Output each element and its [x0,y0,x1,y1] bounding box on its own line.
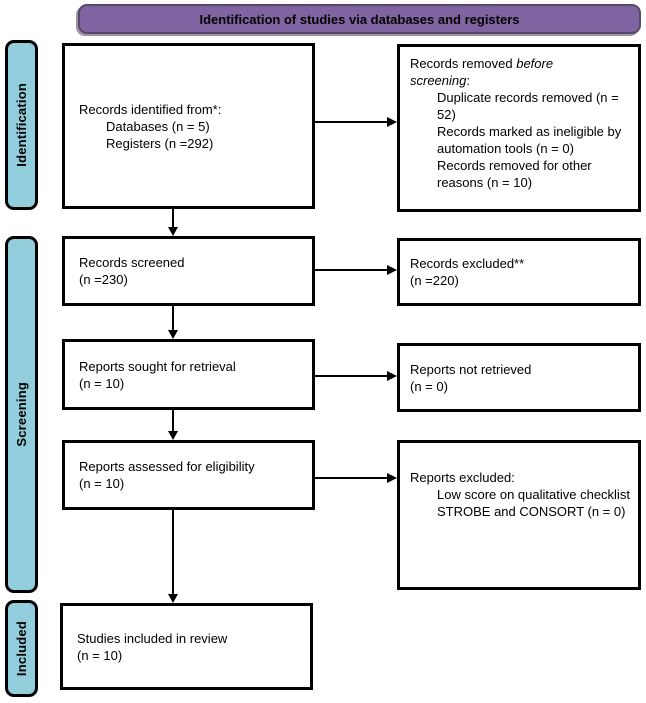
box-reports-sought-line1: Reports sought for retrieval [79,358,236,374]
stage-label-screening: Screening [5,236,38,593]
box-reports-not-retrieved: Reports not retrieved (n = 0) [397,343,641,412]
stage-label-identification: Identification [5,40,38,210]
stage-label-included-text: Included [14,620,29,677]
box-reports-excluded: Reports excluded: Low score on qualitati… [397,440,641,590]
box-records-identified-item: Registers (n =292) [106,135,214,151]
arrow-screened-to-sought-line [172,306,174,330]
box-reports-not-retrieved-line2: (n = 0) [410,378,448,394]
box-records-identified-item: Databases (n = 5) [106,118,210,134]
box-reports-assessed: Reports assessed for eligibility (n = 10… [62,440,315,510]
box-reports-excluded-item: Low score on qualitative checklist STROB… [437,487,630,519]
removed-title-italic2: screening [410,73,467,88]
arrow-screened-to-excluded-line [315,269,387,271]
arrow-sought-to-assessed-head [168,431,178,440]
box-records-identified: Records identified from*: Databases (n =… [62,43,315,209]
header-banner: Identification of studies via databases … [78,4,641,34]
box-records-screened: Records screened (n =230) [62,236,315,306]
box-records-removed-title-line2: screening: [410,72,632,89]
stage-label-identification-text: Identification [14,83,29,167]
arrow-assessed-to-included-head [168,594,178,603]
arrow-screened-to-excluded-head [387,265,397,275]
box-studies-included-line1: Studies included in review [77,630,228,646]
arrow-sought-to-notretrieved-head [387,371,397,381]
removed-title-italic: before [516,56,554,71]
box-reports-assessed-line1: Reports assessed for eligibility [79,459,255,474]
box-records-screened-line2: (n =230) [79,272,128,287]
arrow-sought-to-notretrieved-line [315,375,387,377]
box-reports-assessed-line2: (n = 10) [79,476,125,491]
box-records-excluded-line1: Records excluded** [410,256,525,271]
arrow-identified-to-removed-head [387,117,397,127]
arrow-assessed-to-reportsexcluded-line [315,477,387,479]
box-reports-sought-line2: (n = 10) [79,375,125,391]
box-studies-included-line2: (n = 10) [77,647,123,663]
arrow-sought-to-assessed-line [172,410,174,431]
box-records-screened-line1: Records screened [79,255,185,270]
arrow-identified-to-screened-line [172,209,174,227]
arrow-assessed-to-reportsexcluded-head [387,473,397,483]
box-records-removed-item: Records removed for other reasons (n = 1… [437,158,592,190]
removed-title-regular: Records removed [410,56,517,71]
box-records-removed-item: Records marked as ineligible by automati… [437,124,622,156]
arrow-screened-to-sought-head [168,330,178,339]
box-records-excluded-line2: (n =220) [410,273,459,288]
box-records-identified-title: Records identified from*: [79,101,222,117]
header-title: Identification of studies via databases … [199,11,520,27]
stage-label-screening-text: Screening [14,382,29,447]
box-reports-excluded-title: Reports excluded: [410,470,515,485]
box-records-removed: Records removed before screening: Duplic… [397,44,641,212]
box-records-removed-item: Duplicate records removed (n = 52) [437,90,619,122]
box-reports-not-retrieved-line1: Reports not retrieved [410,361,532,377]
box-records-removed-title-line1: Records removed before [410,55,632,72]
removed-title-colon: : [466,73,470,88]
arrow-assessed-to-included-line [172,510,174,594]
stage-label-included: Included [5,600,38,697]
arrow-identified-to-screened-head [168,227,178,236]
box-records-excluded: Records excluded** (n =220) [397,238,641,306]
box-studies-included: Studies included in review (n = 10) [60,603,313,690]
arrow-identified-to-removed-line [315,121,387,123]
box-reports-sought: Reports sought for retrieval (n = 10) [62,339,315,410]
